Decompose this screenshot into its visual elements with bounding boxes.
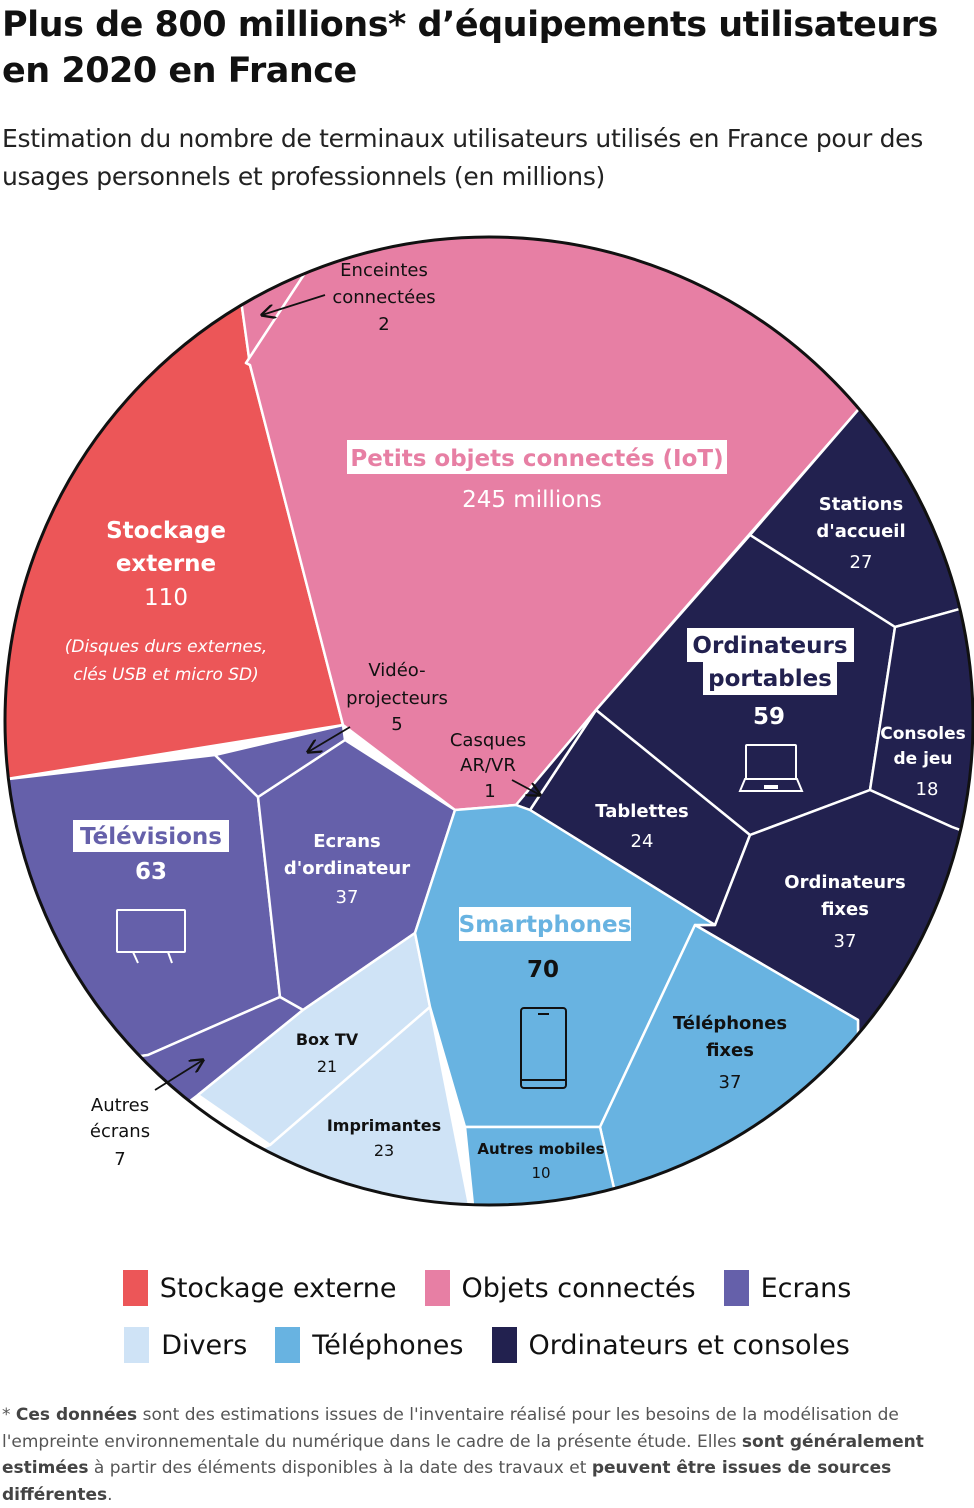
footnote-bold: Ces données: [15, 1405, 138, 1425]
value-imprimantes: 23: [374, 1141, 394, 1160]
label-iot: Petits objets connectés (IoT): [350, 446, 723, 472]
badge-iot: [347, 440, 727, 474]
label-video-line1: Vidéo-: [368, 660, 425, 681]
footnote-bold: sont généralement estimées: [2, 1431, 924, 1479]
note-stockage-line1: (Disques durs externes,: [65, 637, 268, 657]
label-enceintes-line2: connectées: [332, 287, 435, 308]
value-ord-fixes: 37: [834, 931, 857, 952]
label-consoles-line1: Consoles: [880, 724, 966, 744]
label-ord-fixes-line2: fixes: [821, 899, 869, 920]
value-stations: 27: [850, 552, 873, 573]
legend-row-1: Stockage externe Objets connectés Ecrans: [0, 1270, 974, 1306]
label-box-tv: Box TV: [296, 1030, 359, 1049]
chart-outline: [3, 235, 974, 1207]
cell-autres-mobiles: [463, 1125, 629, 1205]
label-stockage-line2: externe: [116, 551, 216, 577]
legend-label: Divers: [161, 1329, 248, 1361]
value-autres-mobiles: 10: [531, 1164, 550, 1182]
legend-item-divers: Divers: [124, 1327, 247, 1363]
value-televisions: 63: [135, 859, 167, 885]
value-ecrans-ord: 37: [336, 887, 359, 908]
label-televisions: Télévisions: [80, 824, 222, 850]
label-stations-line1: Stations: [819, 494, 903, 515]
arrow-autres-ecrans: [154, 1060, 203, 1091]
chart-title: Plus de 800 millions* d’équipements util…: [2, 5, 938, 91]
label-tel-fixes-line1: Téléphones: [673, 1013, 787, 1034]
legend-item-ordinateurs: Ordinateurs et consoles: [491, 1327, 850, 1363]
label-ecrans-ord-line1: Ecrans: [313, 831, 381, 852]
tv-icon: [116, 909, 186, 964]
label-portables-line1: Ordinateurs: [692, 633, 847, 659]
legend-swatch: [122, 1270, 148, 1306]
label-smartphones: Smartphones: [459, 912, 632, 938]
label-portables-line2: portables: [708, 666, 832, 692]
value-casques: 1: [484, 781, 495, 802]
legend-label: Objets connectés: [461, 1272, 696, 1304]
laptop-icon: [738, 744, 804, 792]
value-video: 5: [391, 714, 402, 735]
value-smartphones: 70: [527, 957, 559, 983]
label-autres-ecrans-line1: Autres: [91, 1095, 149, 1116]
legend-swatch: [491, 1327, 517, 1363]
legend-item-stockage: Stockage externe: [122, 1270, 397, 1306]
legend-label: Ordinateurs et consoles: [528, 1329, 850, 1361]
label-stockage-line1: Stockage: [106, 518, 226, 544]
footnote: * Ces données sont des estimations issue…: [2, 1402, 970, 1508]
value-iot: 245 millions: [462, 487, 602, 513]
chart-subtitle: Estimation du nombre de terminaux utilis…: [2, 124, 923, 191]
legend-swatch: [424, 1270, 450, 1306]
arrow-video: [308, 726, 351, 752]
leader-arrows: [154, 294, 540, 1091]
label-enceintes-line1: Enceintes: [340, 260, 428, 281]
value-autres-ecrans: 7: [114, 1149, 125, 1170]
badge-smartphones: [459, 907, 631, 941]
value-portables: 59: [753, 704, 785, 730]
label-consoles-line2: de jeu: [893, 749, 952, 769]
legend-item-telephones: Téléphones: [275, 1327, 464, 1363]
badge-televisions: [73, 820, 229, 852]
smartphone-icon: [520, 1007, 567, 1089]
footnote-text: .: [107, 1484, 113, 1505]
label-tablettes: Tablettes: [595, 801, 689, 822]
label-stations-line2: d'accueil: [816, 521, 905, 542]
legend-label: Téléphones: [312, 1329, 464, 1361]
label-video-line2: projecteurs: [346, 688, 448, 709]
value-tablettes: 24: [631, 831, 654, 852]
value-tel-fixes: 37: [719, 1072, 742, 1093]
value-enceintes: 2: [378, 314, 389, 335]
value-consoles: 18: [916, 779, 939, 800]
arrow-enceintes: [262, 294, 326, 315]
legend-item-objets: Objets connectés: [424, 1270, 696, 1306]
legend-item-ecrans: Ecrans: [723, 1270, 852, 1306]
label-casques-line2: AR/VR: [460, 755, 516, 776]
footnote-bold: peuvent être issues de sources différent…: [2, 1458, 892, 1505]
voronoi-chart: Stockage externe 110 (Disques durs exter…: [3, 235, 974, 1207]
legend-swatch: [275, 1327, 301, 1363]
badge-portables-line1: [687, 628, 854, 662]
value-stockage: 110: [144, 585, 188, 611]
footnote-text: à partir des éléments disponibles à la d…: [88, 1458, 592, 1478]
label-casques-line1: Casques: [450, 730, 526, 751]
legend-label: Stockage externe: [159, 1272, 397, 1304]
footnote-text: sont des estimations issues de l'inventa…: [2, 1405, 899, 1452]
legend-row-2: Divers Téléphones Ordinateurs et console…: [0, 1327, 974, 1363]
label-autres-ecrans-line2: écrans: [90, 1121, 150, 1142]
legend-swatch: [124, 1327, 150, 1363]
note-stockage-line2: clés USB et micro SD): [73, 665, 259, 685]
badge-portables-line2: [703, 661, 837, 695]
label-ord-fixes-line1: Ordinateurs: [784, 872, 905, 893]
arrow-casques: [511, 779, 540, 795]
label-tel-fixes-line2: fixes: [706, 1040, 754, 1061]
label-autres-mobiles: Autres mobiles: [477, 1140, 604, 1158]
value-box-tv: 21: [317, 1057, 337, 1076]
footnote-text: *: [2, 1405, 16, 1425]
label-imprimantes: Imprimantes: [327, 1116, 441, 1135]
label-ecrans-ord-line2: d'ordinateur: [284, 858, 410, 879]
legend-swatch: [723, 1270, 749, 1306]
legend-label: Ecrans: [760, 1272, 852, 1304]
